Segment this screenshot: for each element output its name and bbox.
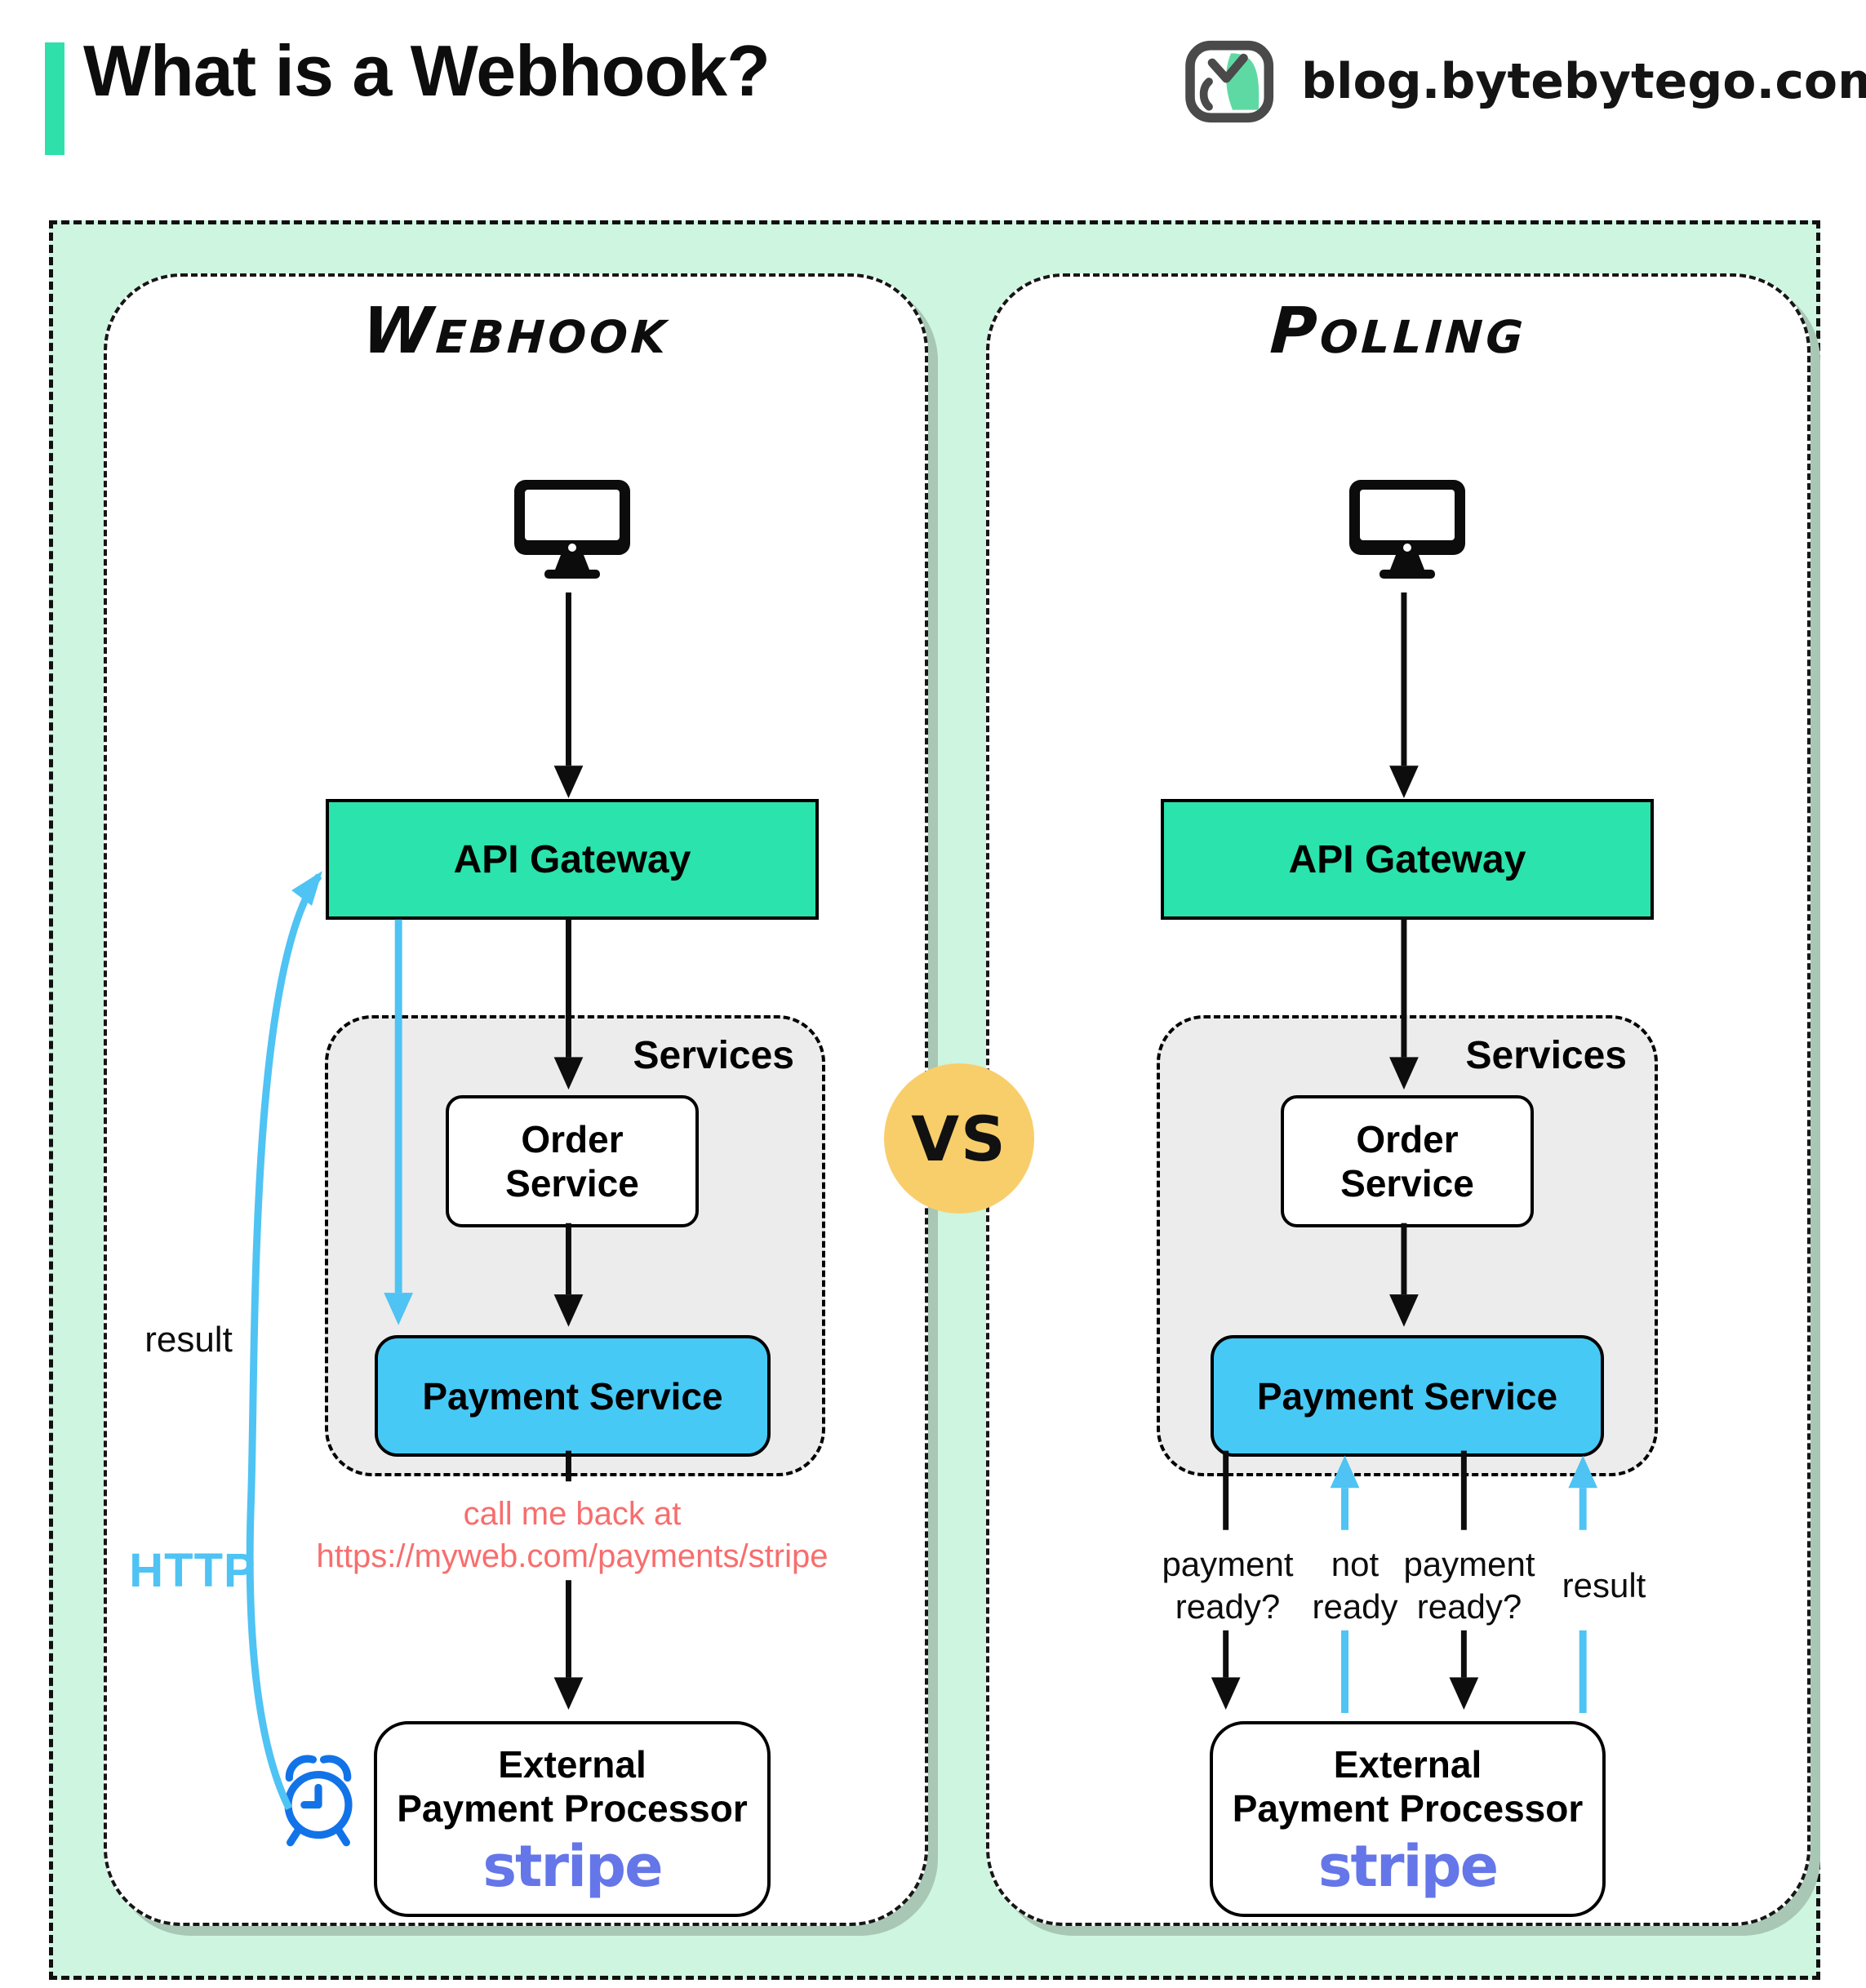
payment-service-box: Payment Service (375, 1335, 771, 1457)
poll-label-payment-ready-2: payment ready? (1363, 1543, 1575, 1628)
poll-label-line: not (1331, 1545, 1380, 1583)
webhook-panel-title: Webhook (360, 295, 672, 368)
bytebytego-logo-icon (1185, 40, 1274, 123)
order-service-label-line1: Order (1356, 1117, 1459, 1160)
callback-note-line1: call me back at (463, 1496, 682, 1532)
polling-panel: Polling API Gateway Services Order Servi… (986, 273, 1810, 1926)
order-service-label-line2: Service (505, 1162, 639, 1205)
api-gateway-label: API Gateway (1288, 837, 1526, 881)
poll-label-line: payment (1403, 1545, 1535, 1583)
webhook-panel: Webhook API Gateway Services Order Servi… (104, 273, 928, 1926)
stripe-logo: stripe (1317, 1832, 1499, 1900)
webhook-http-label: HTTP (129, 1544, 256, 1597)
payment-service-box: Payment Service (1211, 1335, 1604, 1457)
order-service-label-line2: Service (1340, 1162, 1474, 1205)
callback-url-note: call me back at https://myweb.com/paymen… (287, 1493, 858, 1578)
stripe-logo: stripe (482, 1832, 663, 1900)
api-gateway-label: API Gateway (453, 837, 691, 881)
vs-badge: VS (884, 1063, 1034, 1214)
page-title: What is a Webhook? (83, 30, 771, 111)
external-label-line1: External (1333, 1743, 1482, 1786)
order-service-label-line1: Order (521, 1117, 624, 1160)
services-group-label: Services (633, 1034, 794, 1077)
comparison-container: Webhook API Gateway Services Order Servi… (49, 220, 1820, 1980)
poll-label-line: payment (1162, 1545, 1294, 1583)
brand-site-text: blog.bytebytego.com (1301, 53, 1866, 110)
order-service-box: Order Service (446, 1095, 699, 1227)
client-computer-icon (1346, 477, 1468, 583)
poll-label-line: ready? (1175, 1587, 1281, 1626)
poll-label-payment-ready-1: payment ready? (1122, 1543, 1334, 1628)
order-service-box: Order Service (1281, 1095, 1534, 1227)
alarm-clock-icon (264, 1742, 372, 1850)
poll-label-line: ready (1312, 1587, 1398, 1626)
callback-note-url: https://myweb.com/payments/stripe (316, 1538, 829, 1574)
client-computer-icon (511, 477, 633, 583)
external-payment-processor-box: External Payment Processor stripe (1210, 1721, 1606, 1917)
webhook-result-label: result (144, 1320, 233, 1360)
external-label-line2: Payment Processor (397, 1787, 748, 1830)
brand: blog.bytebytego.com (1182, 39, 1866, 124)
poll-label-result: result (1562, 1566, 1646, 1604)
external-label-line2: Payment Processor (1232, 1787, 1584, 1830)
title-accent-bar (45, 42, 64, 155)
external-label-line1: External (498, 1743, 646, 1786)
poll-label-line: ready? (1416, 1587, 1522, 1626)
payment-service-label: Payment Service (1256, 1374, 1558, 1418)
api-gateway-box: API Gateway (1161, 799, 1654, 920)
api-gateway-box: API Gateway (326, 799, 819, 920)
poll-label-not-ready: not ready (1282, 1543, 1428, 1628)
services-group-label: Services (1465, 1034, 1627, 1077)
polling-panel-title: Polling (1268, 295, 1529, 368)
external-payment-processor-box: External Payment Processor stripe (374, 1721, 771, 1917)
payment-service-label: Payment Service (422, 1374, 723, 1418)
